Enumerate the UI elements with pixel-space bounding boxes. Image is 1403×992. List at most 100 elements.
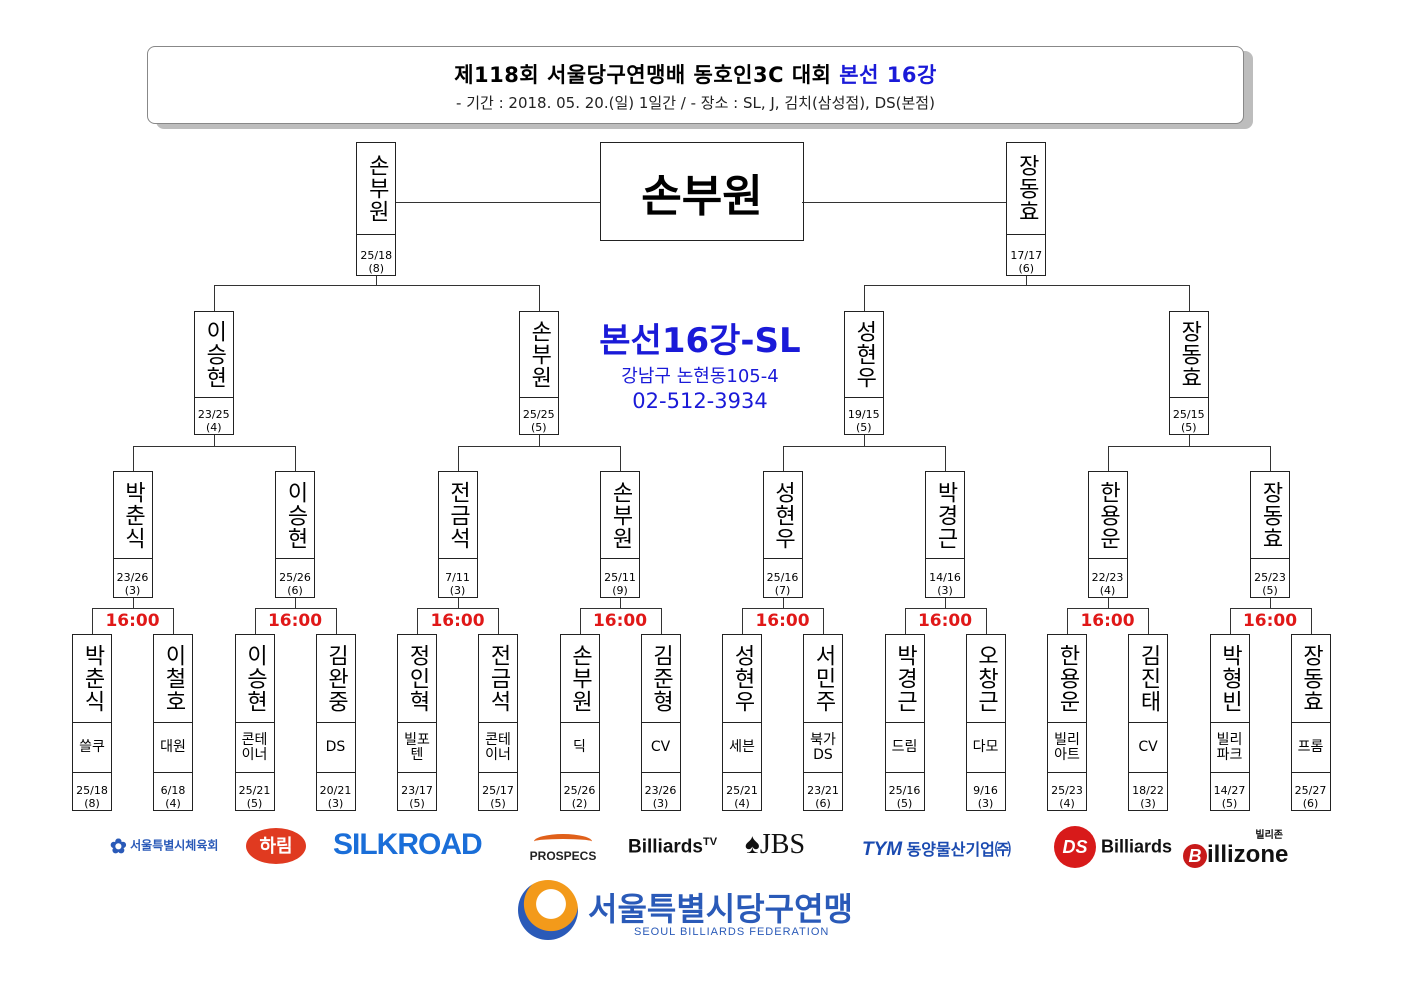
player-name: 손부원: [560, 635, 599, 723]
player-name-text: 박경근: [892, 644, 918, 713]
score-value: 19/15: [847, 408, 880, 421]
bracket-line: [1107, 446, 1109, 471]
player-score: 25/23(5): [1251, 569, 1289, 597]
player-club: 북가 DS: [804, 723, 842, 773]
player-name-text: 오창근: [973, 644, 999, 713]
player-score: 25/26(2): [561, 782, 599, 810]
player-name: 한용운: [1048, 635, 1086, 723]
champion-name: 손부원: [641, 170, 763, 222]
spade-icon: ♠: [745, 829, 760, 860]
tournament-title: 제118회 서울당구연맹배 동호인3C 대회 본선 16강: [454, 63, 937, 87]
player-score: 19/15(5): [845, 406, 883, 434]
player-name: 성현우: [844, 312, 883, 398]
innings-value: (6): [287, 584, 303, 597]
bracket-line: [1107, 598, 1109, 608]
player-name-text: 성현우: [851, 320, 877, 389]
match-time: 16:00: [1080, 611, 1135, 631]
player-name-text: 박경근: [933, 480, 958, 550]
tournament-subtitle: - 기간 : 2018. 05. 20.(일) 1일간 / - 장소 : SL,…: [456, 94, 935, 112]
bracket-line: [1067, 608, 1148, 609]
innings-value: (6): [1302, 797, 1319, 810]
bracket-line: [213, 285, 539, 286]
player-score: 25/21(4): [723, 782, 761, 810]
player-name: 전금석: [438, 472, 477, 559]
score-value: 25/18: [76, 784, 108, 797]
innings-value: (5): [896, 797, 913, 810]
innings-value: (5): [855, 421, 872, 434]
bracket-line: [417, 608, 418, 634]
bracket-line: [132, 598, 134, 608]
score-value: 23/26: [116, 571, 149, 584]
bracket-line: [254, 608, 336, 609]
score-value: 25/18: [360, 249, 393, 262]
player-name: 박춘식: [73, 635, 111, 723]
billiards-tv-logo: BilliardsTV: [628, 836, 718, 858]
player-name: 한용운: [1088, 472, 1127, 559]
innings-value: (4): [734, 797, 750, 810]
player-name-text: 정인혁: [405, 644, 430, 713]
player-club: 대원: [154, 723, 192, 773]
bracket-line: [1270, 446, 1271, 471]
score-value: 25/21: [238, 784, 271, 797]
bracket-line: [132, 446, 134, 471]
player-score: 25/27(6): [1292, 782, 1330, 810]
match-time: 16:00: [430, 611, 485, 631]
innings-value: (5): [246, 797, 263, 810]
bracket-line: [417, 608, 498, 609]
player-club: 드림: [885, 723, 924, 773]
innings-value: (5): [409, 797, 425, 810]
flame-icon: [518, 880, 578, 940]
score-value: 25/11: [604, 571, 636, 584]
player-name-text: 장동효: [1258, 480, 1283, 550]
player-name: 김진태: [1129, 635, 1167, 723]
innings-value: (6): [1018, 262, 1035, 275]
b-mark: B: [1183, 844, 1207, 868]
player-name-text: 성현우: [770, 480, 796, 550]
bracket-line: [1107, 446, 1270, 447]
player-name: 손부원: [601, 472, 639, 559]
player-score: 23/17(5): [398, 782, 436, 810]
innings-value: (4): [205, 421, 222, 434]
bracket-line: [782, 446, 784, 471]
innings-value: (4): [1059, 797, 1075, 810]
player-score: 17/17(6): [1007, 247, 1045, 275]
bracket-line: [498, 608, 499, 634]
bracket-line: [213, 285, 215, 311]
innings-value: (3): [652, 797, 669, 810]
player-name-text: 한용운: [1095, 480, 1121, 550]
bracket-line: [863, 285, 1189, 286]
player-score: 25/18(8): [73, 782, 111, 810]
score-value: 25/23: [1051, 784, 1083, 797]
player-name-text: 손부원: [364, 154, 390, 223]
player-score: 7/11(3): [439, 569, 477, 597]
bracket-line: [802, 202, 1007, 203]
innings-value: (3): [937, 584, 953, 597]
bracket-line: [1188, 435, 1190, 446]
champion-box: 손부원: [600, 142, 804, 241]
score-value: 14/16: [929, 571, 961, 584]
player-score: 25/11(9): [601, 569, 639, 597]
player-score: 18/22(3): [1129, 782, 1167, 810]
player-name: 서민주: [804, 635, 842, 723]
player-name-text: 전금석: [486, 644, 511, 713]
player-name-text: 손부원: [526, 320, 552, 389]
player-name-text: 손부원: [567, 644, 593, 713]
player-name: 장동효: [1169, 312, 1208, 398]
player-name: 이승현: [276, 472, 314, 559]
venue-info: 본선16강-SL 강남구 논현동105-4 02-512-3934: [560, 320, 840, 414]
player-box-quarter: 장동효 25/23(5): [1250, 471, 1290, 598]
score-value: 25/16: [766, 571, 799, 584]
player-box-semi: 성현우 19/15(5): [843, 311, 884, 435]
bracket-line: [457, 598, 459, 608]
player-name: 손부원: [357, 143, 396, 235]
